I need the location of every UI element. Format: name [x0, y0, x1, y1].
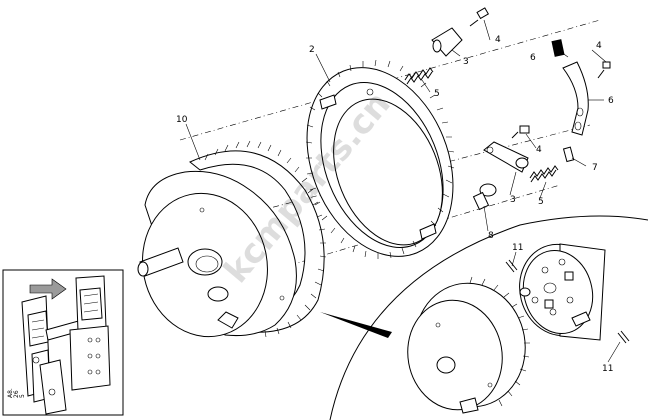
gear-housing-part-10: [137, 140, 327, 338]
callout-labels: 10 2 4 3 5 4 6 6 4 7 3 5 8 11 11: [176, 35, 614, 374]
callout-3-middle: 3: [510, 195, 516, 205]
callout-4-middle: 4: [536, 145, 542, 155]
spring-part-5-top: [404, 67, 434, 85]
ring-gear-part-2: [305, 59, 455, 259]
spring-part-5-middle: [529, 165, 559, 183]
callout-4-top: 4: [495, 35, 501, 45]
location-inset: A8. 26 5: [2, 269, 124, 416]
leader-lines: [185, 19, 621, 363]
callout-11-lower: 11: [602, 364, 613, 374]
spring-part-6-top: [551, 39, 565, 57]
lever-part-3-top: [431, 27, 463, 57]
callout-5-middle: 5: [538, 197, 544, 207]
inset-frame: [2, 269, 124, 416]
pin-part-7: [562, 146, 575, 163]
curved-arm-part-6: [562, 61, 589, 136]
callout-2: 2: [309, 45, 315, 55]
pin-part-11-lower: [617, 330, 630, 344]
callout-6-arm: 6: [608, 96, 614, 106]
callout-4-right: 4: [596, 41, 602, 51]
callout-8: 8: [488, 231, 494, 241]
bolt-part-8: [472, 183, 497, 211]
callout-3-top: 3: [463, 57, 469, 67]
screw-part-4-top: [469, 7, 490, 27]
callout-7: 7: [592, 163, 598, 173]
ring-gear-teeth: [305, 59, 455, 259]
screw-part-4-middle: [511, 125, 530, 139]
inset-code-line-1: A8.: [7, 388, 14, 398]
lever-part-3-middle: [483, 141, 529, 173]
inset-code-line-2: 26: [13, 390, 20, 398]
detail-hub: [519, 243, 606, 341]
detail-boundary-arc: [329, 215, 648, 420]
inset-direction-arrow: [29, 278, 67, 300]
callout-5-top: 5: [434, 89, 440, 99]
screw-part-4-right: [597, 61, 611, 79]
detail-pointer-arrow: [320, 312, 392, 338]
callout-11-upper: 11: [512, 243, 523, 253]
inset-left-frame: [21, 295, 67, 415]
detail-gear-drum: [407, 276, 530, 414]
inset-right-frame: [69, 275, 111, 391]
small-parts-group: [404, 7, 611, 211]
callout-10: 10: [176, 115, 188, 125]
pin-part-11-upper: [505, 259, 518, 273]
callout-6-top: 6: [530, 53, 536, 63]
inset-code-line-3: 5: [19, 394, 26, 398]
detail-assembly: [407, 243, 630, 414]
